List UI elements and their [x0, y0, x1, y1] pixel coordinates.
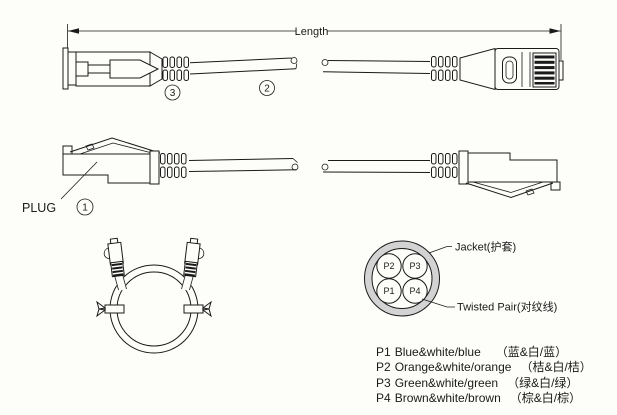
boot-nose	[109, 59, 160, 79]
strain-relief	[162, 56, 189, 81]
coil-plug-left	[103, 237, 127, 292]
callout-3-label: 3	[170, 88, 176, 99]
coil-inner	[116, 271, 192, 347]
cable-segment	[189, 57, 298, 75]
latch	[69, 137, 161, 154]
pair-circle-p2	[376, 253, 402, 279]
boot-taper	[459, 47, 496, 91]
legend-desc: Orange&white/orange	[394, 360, 512, 375]
cable-break-mark	[290, 57, 298, 64]
latch-hook	[103, 247, 110, 260]
latch	[465, 182, 554, 199]
cable-tie-left	[96, 300, 125, 318]
legend-code: P3	[376, 375, 391, 390]
legend-desc: Green&white/green	[394, 375, 499, 390]
pair-circle-p1	[376, 278, 402, 304]
legend-code: P1	[376, 345, 391, 359]
cable-tie-right	[183, 300, 212, 318]
jacket-leader-line	[428, 246, 452, 254]
plug-body	[467, 152, 558, 183]
top-view-right-plug	[321, 47, 564, 91]
dimension-arrow-right	[549, 28, 561, 34]
cable-break-mark	[291, 163, 299, 171]
plug-leader-line	[60, 161, 98, 200]
jacket-label: Jacket(护套)	[455, 240, 516, 254]
callout-2: 2	[259, 80, 275, 96]
strain-relief	[431, 56, 458, 81]
cable-break-mark	[321, 163, 329, 171]
coiled-cable	[96, 237, 212, 354]
legend-desc-cn: （桔&白/桔）	[520, 360, 592, 375]
legend-desc-cn: （蓝&白/蓝）	[495, 345, 568, 359]
coil-plug-right	[181, 237, 205, 292]
pair-label-p4: P4	[409, 286, 420, 296]
plug-body	[62, 153, 151, 184]
twisted-pair-label: Twisted Pair(对纹线)	[457, 300, 557, 314]
strain-relief	[160, 153, 187, 178]
strain-relief	[431, 153, 458, 178]
callout-2-label: 2	[264, 84, 270, 95]
pair-label-p3: P3	[409, 261, 420, 271]
cable-break-mark	[321, 59, 329, 66]
legend-desc: Brown&white/brown	[394, 391, 501, 406]
pair-label-p1: P1	[383, 286, 394, 296]
pair-circle-p3	[402, 253, 428, 279]
legend-code: P2	[376, 360, 391, 375]
latch-catch	[550, 181, 561, 191]
length-label: Length	[295, 26, 329, 38]
contact-stripes	[532, 52, 557, 88]
legend-code: P4	[376, 391, 391, 406]
legend-desc-cn: （绿&白/绿）	[507, 375, 579, 390]
cross-section: P2 P3 P1 P4 Jacket(护套) Twisted Pair(对纹线)	[364, 240, 557, 317]
side-view-left-plug	[60, 137, 299, 200]
latch-hook	[198, 247, 205, 260]
length-dimension: Length	[67, 24, 562, 60]
pair-circle-p4	[402, 278, 428, 304]
callout-3: 3	[164, 84, 181, 101]
plug-label: PLUG	[22, 201, 56, 215]
dimension-arrow-left	[68, 28, 79, 34]
callout-1: 1	[76, 198, 94, 216]
twisted-pair-leader-line	[421, 298, 455, 308]
latch-catch	[62, 145, 73, 155]
top-view-left-plug	[62, 47, 298, 90]
legend-desc: Blue&white/blue	[394, 345, 481, 359]
pair-label-p2: P2	[383, 261, 394, 271]
cable-segment	[321, 160, 431, 173]
cable-segment	[321, 59, 431, 74]
cable-segment	[188, 158, 299, 172]
side-view-right-plug	[321, 150, 561, 199]
legend-desc-cn: （棕&白/棕）	[509, 391, 582, 406]
callout-1-label: 1	[82, 203, 88, 214]
